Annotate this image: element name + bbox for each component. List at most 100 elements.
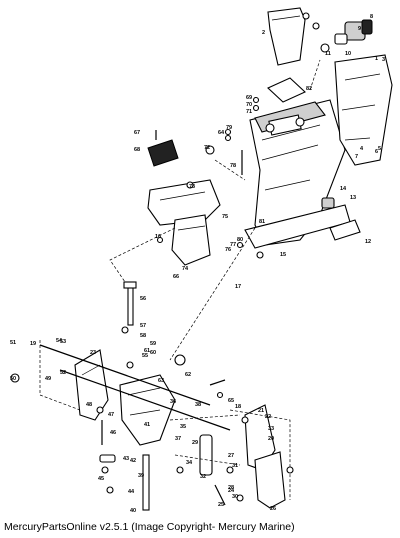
part-label-40: 40 (130, 508, 136, 514)
part-label-82: 82 (306, 86, 312, 92)
part-label-13: 13 (350, 195, 356, 201)
part-label-33: 33 (268, 426, 274, 432)
exhaust-tube (267, 7, 306, 66)
part-label-69: 69 (246, 95, 252, 101)
part-label-15: 15 (280, 252, 286, 258)
side-cover (334, 54, 393, 166)
part-label-29: 29 (192, 440, 198, 446)
seal-ring (329, 219, 361, 241)
part-label-1: 1 (375, 56, 378, 62)
part-label-79: 79 (226, 125, 232, 131)
part-label-3: 3 (382, 57, 385, 63)
part-label-68: 68 (134, 147, 140, 153)
part-label-19: 19 (30, 341, 36, 347)
part-label-54: 54 (56, 338, 63, 344)
part-label-21: 21 (258, 408, 264, 414)
part-label-63: 63 (158, 378, 164, 384)
part-label-24: 24 (228, 488, 235, 494)
part-label-23: 23 (90, 350, 96, 356)
part-label-42: 42 (130, 458, 136, 464)
through-bolt (39, 344, 211, 406)
part-label-6: 6 (375, 149, 378, 155)
part-label-5: 5 (378, 146, 381, 152)
part-label-71: 71 (246, 109, 252, 115)
part-label-46: 46 (110, 430, 116, 436)
part-label-8: 8 (370, 14, 373, 20)
part-label-60: 60 (150, 350, 156, 356)
part-label-59: 59 (150, 341, 156, 347)
part-label-11: 11 (325, 51, 331, 57)
part-label-38: 38 (195, 402, 201, 408)
part-label-32: 32 (200, 474, 206, 480)
part-label-28: 28 (228, 485, 234, 491)
trim-cylinder (199, 434, 213, 476)
part-label-9: 9 (358, 26, 361, 32)
bushing (321, 197, 335, 209)
part-label-50: 50 (10, 376, 16, 382)
part-label-45: 45 (98, 476, 104, 482)
part-label-41: 41 (144, 422, 150, 428)
part-label-34: 34 (186, 460, 193, 466)
through-bolt-lower (59, 369, 231, 431)
part-label-49: 49 (45, 376, 51, 382)
tilt-tube (142, 454, 150, 511)
shift-coupler-parts (320, 19, 373, 53)
part-label-43: 43 (123, 456, 129, 462)
part-label-16: 16 (155, 234, 161, 240)
part-label-12: 12 (365, 239, 371, 245)
part-label-67: 67 (134, 130, 140, 136)
part-label-31: 31 (232, 463, 238, 469)
adapter-plate (147, 179, 221, 266)
water-tube (123, 281, 137, 326)
part-label-22: 22 (265, 414, 271, 420)
gasket (267, 77, 306, 103)
part-label-14: 14 (340, 186, 347, 192)
part-label-30: 30 (232, 494, 238, 500)
hardware (10, 12, 320, 506)
part-label-80: 80 (237, 237, 243, 243)
part-label-44: 44 (128, 489, 135, 495)
part-label-77: 77 (230, 242, 236, 248)
part-label-55: 55 (142, 353, 148, 359)
part-label-64: 64 (218, 130, 225, 136)
part-label-47: 47 (108, 412, 114, 418)
part-label-74: 74 (182, 266, 189, 272)
part-label-51: 51 (10, 340, 16, 346)
driveshaft-housing (244, 99, 351, 249)
part-label-39: 39 (138, 473, 144, 479)
part-label-35: 35 (180, 424, 186, 430)
part-label-57: 57 (140, 323, 146, 329)
part-label-25: 25 (218, 502, 224, 508)
image-caption: MercuryPartsOnline v2.5.1 (Image Copyrig… (4, 521, 295, 533)
part-label-66: 66 (173, 274, 179, 280)
part-label-75: 75 (222, 214, 228, 220)
part-label-10: 10 (345, 51, 351, 57)
part-label-58: 58 (140, 333, 146, 339)
part-label-48: 48 (86, 402, 92, 408)
part-label-53: 53 (60, 339, 66, 345)
part-label-73: 73 (189, 184, 195, 190)
part-label-17: 17 (235, 284, 241, 290)
part-label-81: 81 (259, 219, 265, 225)
part-label-37: 37 (175, 436, 181, 442)
part-label-4: 4 (360, 146, 364, 152)
part-label-76: 76 (225, 247, 231, 253)
part-label-27: 27 (228, 453, 234, 459)
clamp-bracket-right (244, 404, 286, 509)
part-label-20: 20 (268, 436, 274, 442)
part-label-7: 7 (355, 154, 358, 160)
part-label-18: 18 (235, 404, 241, 410)
part-label-56: 56 (140, 296, 146, 302)
part-label-65: 65 (228, 398, 234, 404)
part-label-62: 62 (185, 372, 191, 378)
part-label-78: 78 (230, 163, 236, 169)
part-label-61: 61 (144, 348, 150, 354)
part-label-70: 70 (246, 102, 252, 108)
part-label-36: 36 (170, 399, 176, 405)
part-label-72: 72 (204, 145, 210, 151)
part-label-26: 26 (270, 506, 276, 512)
tilt-pin (99, 454, 116, 463)
part-label-2: 2 (262, 30, 265, 36)
